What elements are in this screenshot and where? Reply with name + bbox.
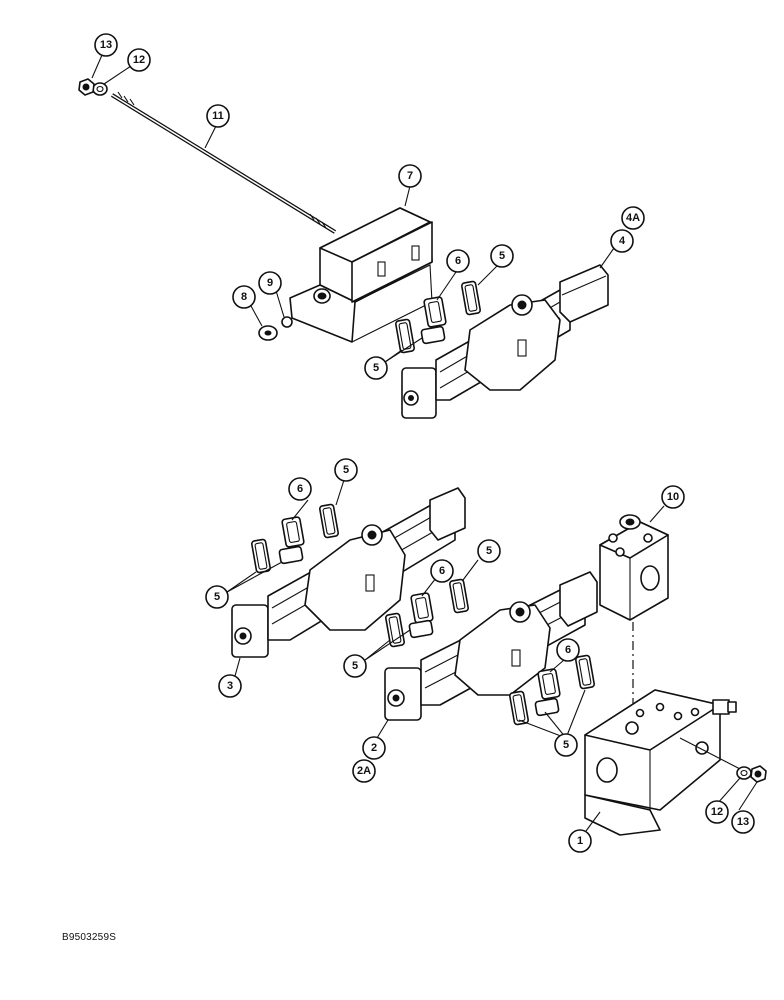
- callout-4: 4: [610, 229, 634, 253]
- callout-11: 11: [206, 104, 230, 128]
- tie-rod: [110, 91, 337, 234]
- inlet-block: [584, 689, 737, 836]
- nut-bottom: [750, 765, 767, 783]
- callout-label: 13: [737, 816, 749, 828]
- callout-label: 5: [214, 591, 220, 603]
- callout-label: 12: [133, 54, 145, 66]
- callout-label: 4: [619, 235, 626, 247]
- seal-set-lower: [509, 654, 595, 726]
- washer-bottom: [736, 766, 752, 780]
- callout-label: 2: [371, 742, 377, 754]
- callout-label: 12: [711, 806, 723, 818]
- callout-6-upper: 6: [446, 249, 470, 273]
- callout-label: 8: [241, 291, 247, 303]
- callout-3: 3: [218, 674, 242, 698]
- callout-label: 6: [565, 644, 571, 656]
- callout-label: 9: [267, 277, 273, 289]
- callout-label: 1: [577, 835, 583, 847]
- callout-label: 6: [439, 565, 445, 577]
- tie-rod-axis-line: [679, 737, 743, 771]
- callout-7: 7: [398, 164, 422, 188]
- callout-5-upper: 5: [490, 244, 514, 268]
- callout-label: 5: [352, 660, 358, 672]
- plug: [258, 325, 278, 341]
- callout-5-middle-center: 5: [343, 654, 367, 678]
- valve-section-3: [231, 487, 466, 658]
- callout-12-bottom: 12: [705, 800, 729, 824]
- callout-6-lower: 6: [556, 638, 580, 662]
- callout-6-middle-left: 6: [288, 477, 312, 501]
- callout-label: 5: [563, 739, 569, 751]
- callout-8: 8: [232, 285, 256, 309]
- callout-10: 10: [661, 485, 685, 509]
- leader-lines: [91, 54, 758, 832]
- washer-top: [92, 82, 108, 96]
- callout-label: 11: [212, 110, 224, 122]
- figure-reference-code: B9503259S: [62, 932, 117, 943]
- callout-2: 2: [362, 736, 386, 760]
- callout-label: 6: [297, 483, 303, 495]
- callout-label: 5: [373, 362, 379, 374]
- callout-5-middle-top: 5: [334, 458, 358, 482]
- callout-4a: 4A: [621, 206, 645, 230]
- end-cover: [289, 207, 433, 343]
- valve-section-4: [401, 264, 609, 419]
- callout-label: 3: [227, 680, 233, 692]
- callout-label: 5: [343, 464, 349, 476]
- seal-set-middle-right: [385, 578, 469, 648]
- callout-5-middle-left: 5: [205, 585, 229, 609]
- callout-label: 5: [499, 250, 505, 262]
- callout-label: 4A: [626, 212, 640, 224]
- seal-set-upper: [395, 280, 481, 354]
- o-ring: [281, 316, 293, 328]
- callout-2a: 2A: [352, 759, 376, 783]
- callout-6-middle-right: 6: [430, 559, 454, 583]
- callout-9: 9: [258, 271, 282, 295]
- callout-label: 7: [407, 170, 413, 182]
- callout-label: 5: [486, 545, 492, 557]
- nut-top: [78, 78, 95, 96]
- callout-label: 13: [100, 39, 112, 51]
- callout-1: 1: [568, 829, 592, 853]
- valve-section-2: [384, 571, 598, 721]
- callout-5-lower: 5: [554, 733, 578, 757]
- callout-label: 2A: [357, 765, 371, 777]
- callout-label: 10: [667, 491, 679, 503]
- relief-valve-block: [599, 514, 669, 621]
- callout-12-top: 12: [127, 48, 151, 72]
- callout-13-bottom: 13: [731, 810, 755, 834]
- callout-13-top: 13: [94, 33, 118, 57]
- callout-5-upper-left: 5: [364, 356, 388, 380]
- callout-label: 6: [455, 255, 461, 267]
- callout-5-middle-right: 5: [477, 539, 501, 563]
- seal-set-middle-left: [251, 503, 339, 574]
